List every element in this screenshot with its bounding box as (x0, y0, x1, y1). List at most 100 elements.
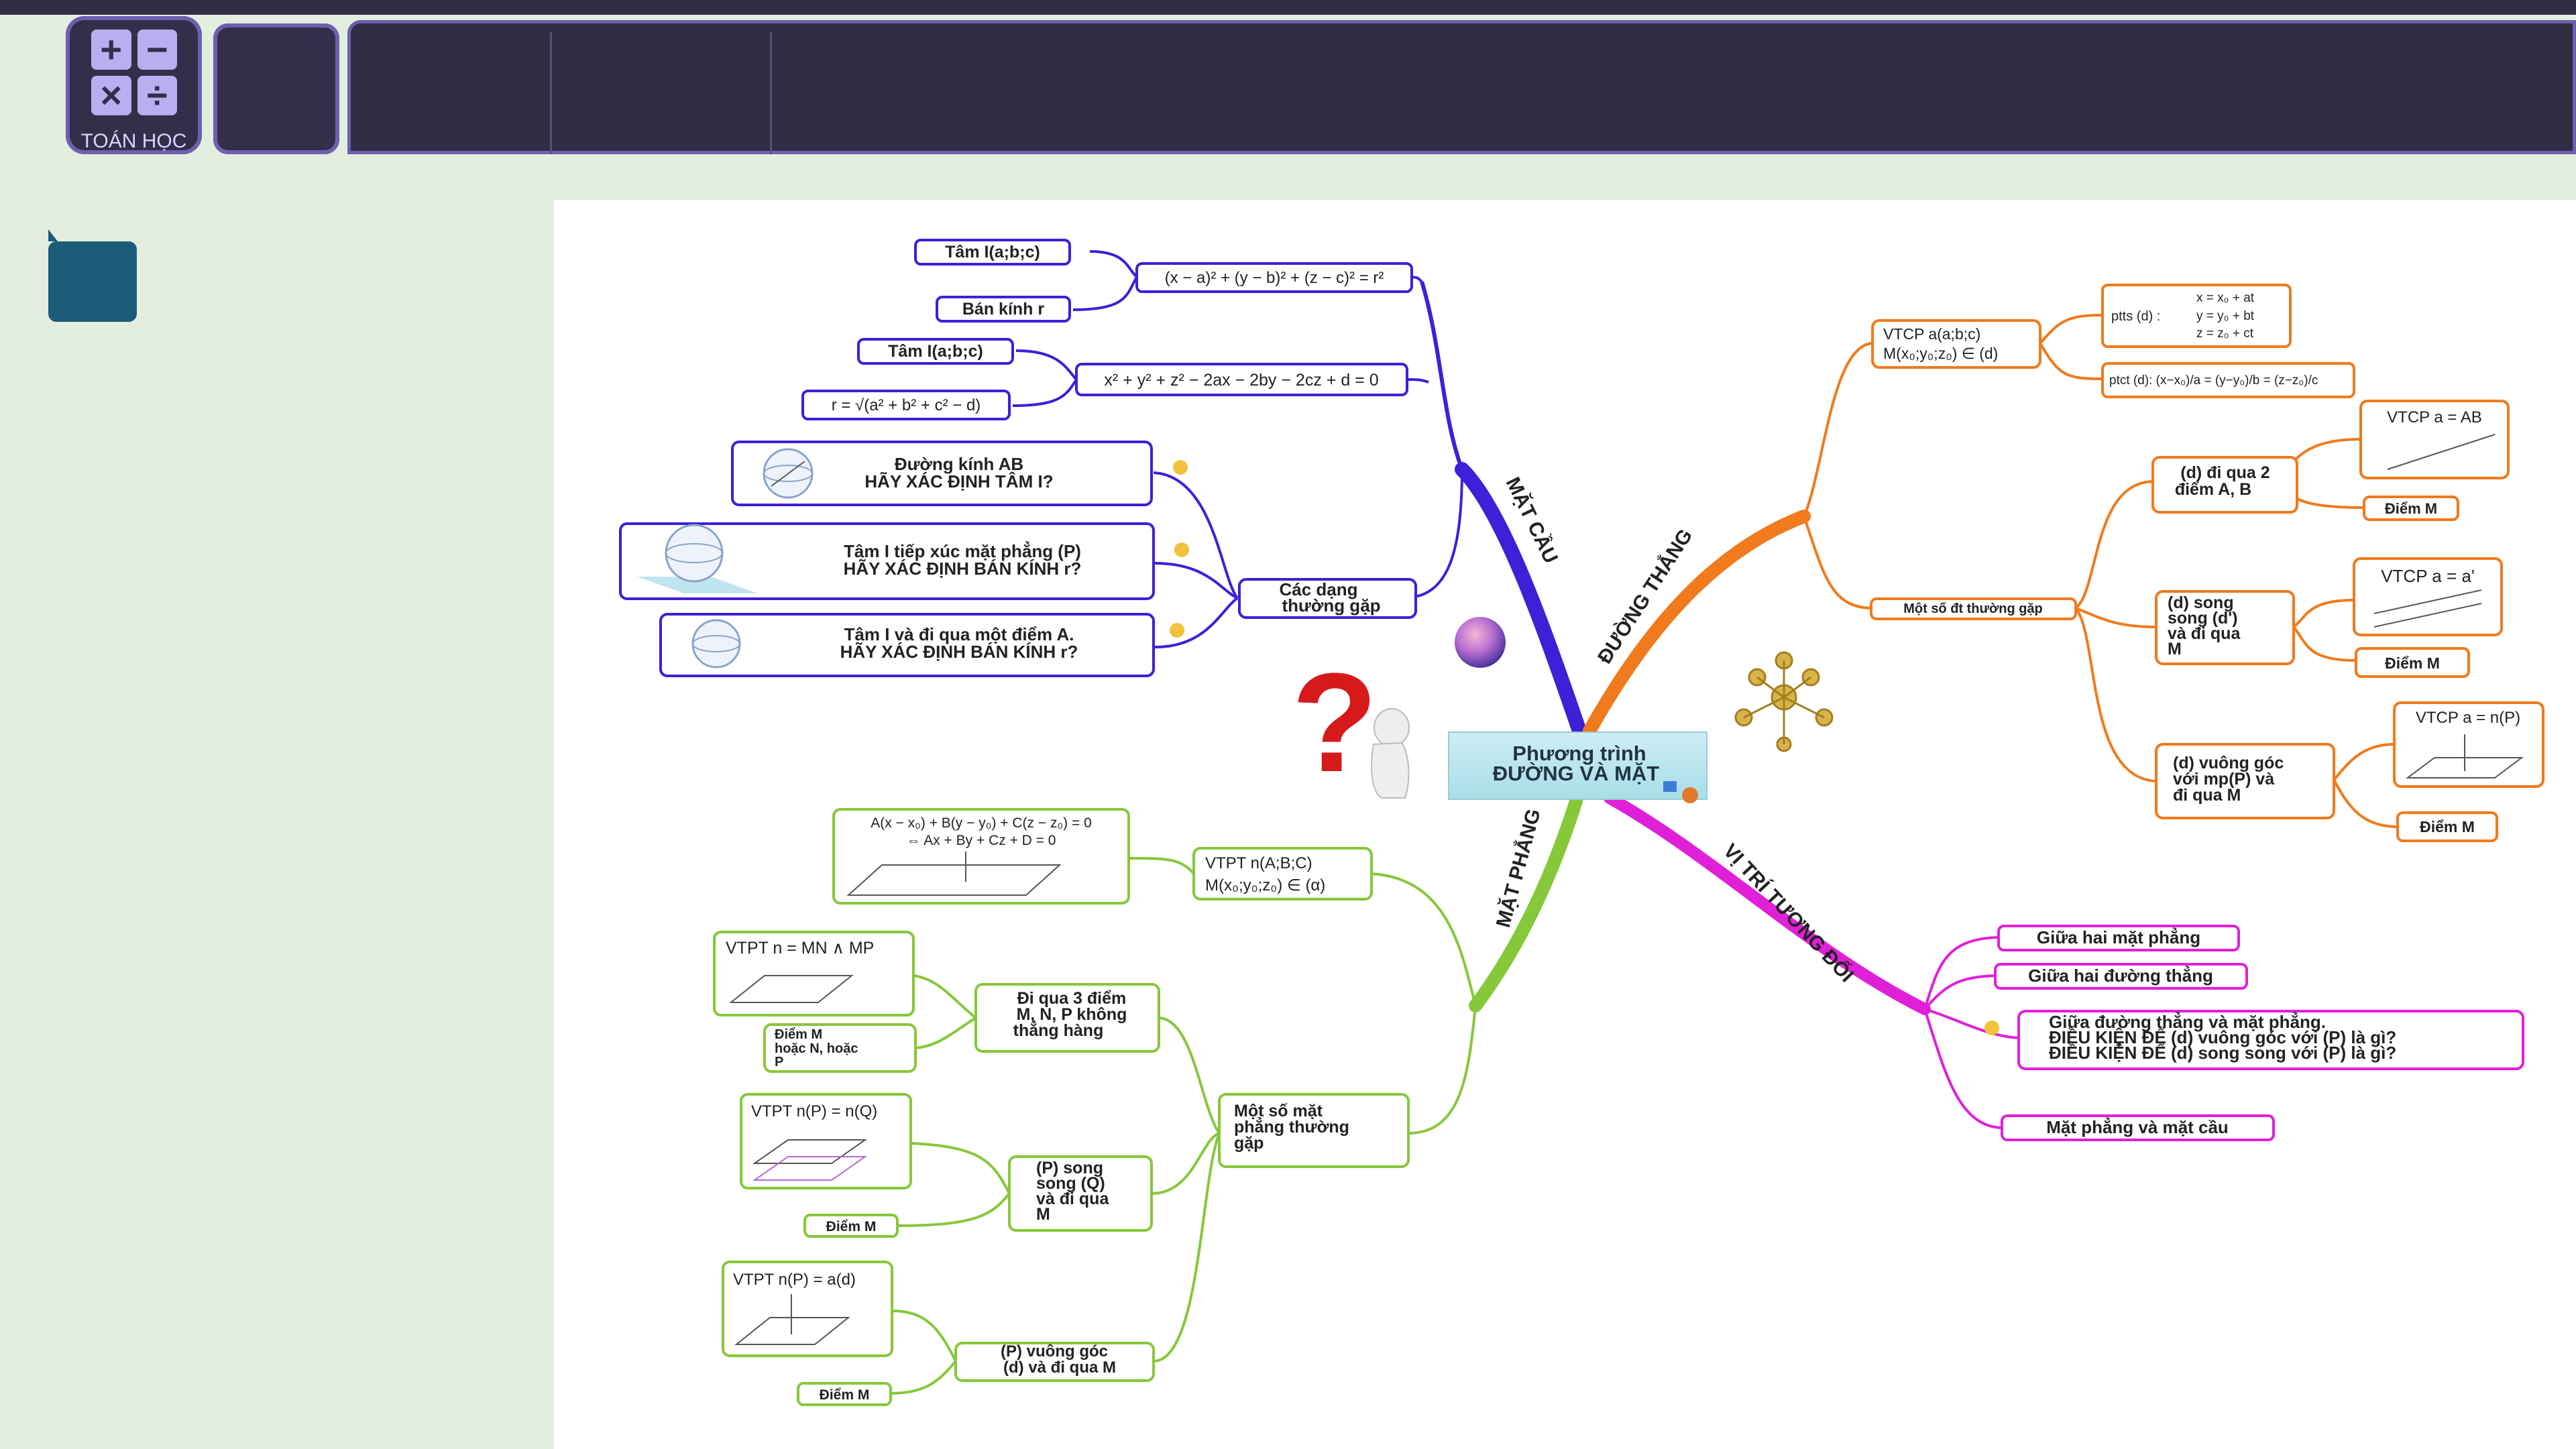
pt-tq-line1: A(x − x₀) + B(y − y₀) + C(z − z₀) = 0 (871, 815, 1092, 831)
ptct: ptct (d): (x−x₀)/a = (y−y₀)/b = (z−z₀)/c (2109, 373, 2318, 388)
qua2-line1: (d) đi qua 2 (2180, 463, 2270, 482)
note-icon (1174, 542, 1189, 557)
qua3-line3: thẳng hàng (1013, 1019, 1104, 1040)
diem-m-5: Điểm M (820, 1387, 870, 1403)
diem-m-4: Điểm M (826, 1219, 877, 1234)
diem-m-3: Điểm M (2420, 818, 2475, 835)
ptts-y: y = y₀ + bt (2196, 309, 2255, 323)
node-pt-mat-cau-2: x² + y² + z² − 2ax − 2by − 2cz + d = 0 (1104, 371, 1378, 390)
ptts-x: x = x₀ + at (2196, 291, 2255, 305)
song-song-line4: M (2168, 640, 2182, 658)
label-vi-tri: VỊ TRÍ TƯƠNG ĐỐI (1719, 839, 1858, 987)
sphere-thumbnail-3 (691, 619, 741, 669)
mat-cau-nodes: Tâm I(a;b;c) Bán kính r (x − a)² + (y − … (619, 239, 1417, 677)
mot-so-mp-line3: gặp (1234, 1134, 1264, 1153)
p-song-song-line2: song (Q) (1036, 1174, 1105, 1193)
times-icon: × (91, 75, 131, 115)
dang1-line1: Đường kính AB (895, 454, 1023, 474)
vt-hai-dt: Giữa hai đường thẳng (2028, 965, 2213, 986)
node-tam-2: Tâm I(a;b;c) (888, 342, 983, 361)
question-figure-icon: ? (1292, 644, 1410, 801)
svg-text:?: ? (1292, 644, 1378, 801)
vtpt-nq: VTPT n(P) = n(Q) (751, 1102, 877, 1120)
branch-mat-cau-sub (1420, 281, 1464, 471)
p-vuong-goc-line1: (P) vuông góc (1001, 1342, 1108, 1360)
plane-thumbnail (637, 577, 758, 593)
note-icon (1984, 1021, 1999, 1035)
vtpt-line1: VTPT n(A;B;C) (1205, 854, 1312, 872)
qua2-line2: điểm A, B (2175, 480, 2251, 499)
vtpt-mn: VTPT n = MN ∧ MP (726, 939, 874, 958)
vt-dt-mp-line2: ĐIỀU KIỆN ĐỂ (d) vuông góc với (P) là gì… (2049, 1027, 2396, 1047)
dang3-line2: HÃY XÁC ĐỊNH BÁN KÍNH r? (840, 642, 1078, 662)
dang1-line2: HÃY XÁC ĐỊNH TÂM I? (864, 471, 1053, 491)
minus-icon: − (137, 30, 177, 70)
mindmap-diagram: Tâm I(a;b;c) Bán kính r (x − a)² + (y − … (619, 239, 2544, 1406)
node-tam-1: Tâm I(a;b;c) (945, 243, 1040, 262)
p-song-song-line1: (P) song (1036, 1159, 1103, 1177)
sphere-decoration (1455, 617, 1506, 668)
divide-icon: ÷ (137, 75, 177, 115)
mot-so-mp-line2: phẳng thường (1234, 1116, 1349, 1137)
diem-mnp-line1: Điểm M (775, 1027, 822, 1042)
mat-phang-nodes: A(x − x₀) + B(y − y₀) + C(z − z₀) = 0 ⇔ … (713, 808, 1410, 1406)
top-navigation-bar: + − × ÷ TOÁN HỌC (0, 0, 2576, 154)
math-logo-button[interactable]: + − × ÷ TOÁN HỌC (66, 16, 202, 154)
branch-mat-phang (1469, 795, 1583, 1012)
branch-mat-cau (1455, 462, 1587, 738)
dang3-line1: Tâm I và đi qua một điểm A. (844, 624, 1074, 644)
mot-so-dt: Một số đt thường gặp (1903, 601, 2043, 616)
diem-m-2: Điểm M (2385, 654, 2440, 672)
center-line1: Phương trình (1512, 742, 1646, 765)
nav-tab-bar[interactable] (347, 20, 2576, 154)
tab-divider (770, 32, 772, 154)
plus-icon: + (91, 30, 131, 70)
pt-tq-line2: ⇔ Ax + By + Cz + D = 0 (907, 833, 1056, 848)
p-vuong-goc-line2: (d) và đi qua M (1003, 1358, 1116, 1377)
bookmark-tab[interactable] (48, 229, 137, 322)
ptts-z: z = z₀ + ct (2196, 327, 2254, 341)
qua3-line1: Đi qua 3 điểm (1017, 989, 1127, 1008)
vt-hai-mp: Giữa hai mặt phẳng (2037, 927, 2200, 947)
vuong-goc-line1: (d) vuông góc (2173, 754, 2284, 772)
vtcp-line1: VTCP a(a;b;c) (1883, 325, 1980, 343)
center-node: Phương trình ĐƯỜNG VÀ MẶT (1448, 732, 1707, 803)
mat-cau-connectors (1012, 250, 1463, 648)
qua3-line2: M, N, P không (1017, 1005, 1127, 1024)
logo-caption: TOÁN HỌC (80, 130, 187, 152)
mat-phang-connectors (890, 857, 1477, 1395)
vuong-goc-line3: đi qua M (2173, 786, 2241, 805)
branch-vi-tri (1604, 792, 1931, 1015)
molecule-decoration (1734, 651, 1834, 752)
vuong-goc-line2: với mp(P) và (2173, 770, 2274, 789)
nav-tab-1[interactable] (213, 23, 339, 154)
vtpt-line2: M(x₀;y₀;z₀) ∈ (α) (1205, 876, 1325, 894)
plane-thumbnail (846, 864, 1062, 896)
sphere-thumbnail-2 (665, 524, 724, 583)
note-icon (1173, 460, 1188, 475)
vi-tri-connectors (1923, 936, 2019, 1129)
vt-mp-mc: Mặt phẳng và mặt cầu (2046, 1116, 2229, 1137)
vtpt-ad: VTPT n(P) = a(d) (733, 1271, 856, 1289)
diem-mnp-line3: P (775, 1055, 783, 1069)
vt-dt-mp-line3: ĐIỀU KIỆN ĐỂ (d) song song với (P) là gì… (2049, 1043, 2396, 1063)
cac-dang-line1: Các dạng (1279, 579, 1357, 599)
diem-mnp-line2: hoặc N, hoặc (775, 1041, 858, 1056)
node-r-formula: r = √(a² + b² + c² − d) (832, 396, 981, 414)
branch-duong-thang (1583, 510, 1811, 738)
tab-divider (550, 32, 552, 154)
vtcp-a1: VTCP a = a' (2381, 566, 2475, 586)
vtcp-line2: M(x₀;y₀;z₀) ∈ (d) (1883, 345, 1998, 362)
cac-dang-line2: thường gặp (1282, 595, 1380, 616)
duong-thang-connectors (1803, 314, 2398, 828)
top-border (0, 0, 2576, 15)
node-ban-kinh: Bán kính r (962, 300, 1045, 318)
p-song-song-line4: M (1036, 1205, 1050, 1224)
p-song-song-line3: và đi qua (1036, 1190, 1109, 1208)
song-song-line1: (d) song (2168, 593, 2234, 612)
diem-m-1: Điểm M (2385, 500, 2437, 517)
vtcp-np: VTCP a = n(P) (2416, 709, 2520, 727)
line-thumbnail (2387, 434, 2496, 470)
song-song-line2: song (d') (2168, 609, 2238, 628)
mot-so-mp-line1: Một số mặt (1234, 1102, 1323, 1120)
